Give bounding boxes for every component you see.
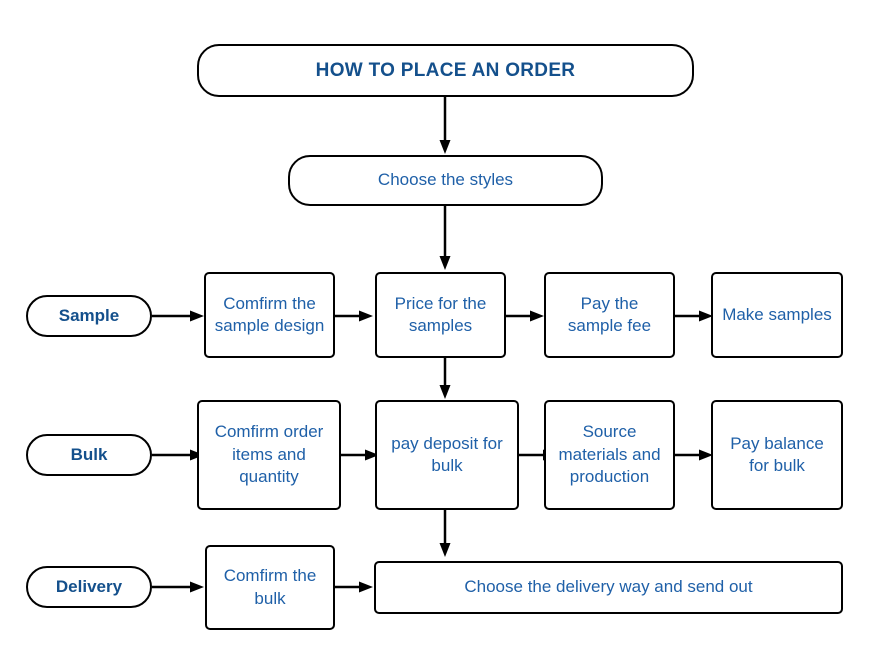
sample-step-3-text: Pay the sample fee [567, 293, 652, 335]
delivery-step-2-text: Choose the delivery way and send out [464, 577, 753, 597]
bulk-step-4-text: Pay balance for bulk [730, 433, 824, 475]
sample-step-4-text: Make samples [722, 304, 832, 324]
sample-step-2-text: Price for the samples [394, 293, 487, 335]
connector-bulk-to-delivery [439, 510, 451, 557]
bulk-step-2-text: pay deposit for bulk [391, 433, 503, 475]
connector-bulk-step3-to-step4 [675, 449, 713, 461]
row-label-delivery-text: Delivery [55, 576, 123, 596]
connector-delivery-label-to-step1 [152, 581, 204, 593]
delivery-step-2: Choose the delivery way and send out [374, 561, 843, 614]
connector-sample-to-bulk [439, 358, 451, 399]
sample-step-4: Make samples [711, 272, 843, 358]
row-label-bulk-text: Bulk [70, 444, 108, 464]
sample-step-2: Price for the samples [375, 272, 506, 358]
connector-delivery-step1-to-step2 [335, 581, 373, 593]
sample-step-1-text: Comfirm the sample design [214, 293, 325, 335]
connector-sample-step2-to-step3 [506, 310, 544, 322]
row-label-sample: Sample [26, 295, 152, 337]
delivery-step-1: Comfirm the bulk [205, 545, 335, 630]
connector-sample-step1-to-step2 [335, 310, 373, 322]
bulk-step-1-text: Comfirm order items and quantity [214, 422, 324, 487]
connector-title-to-start [439, 96, 451, 154]
bulk-step-3: Source materials and production [544, 400, 675, 510]
bulk-step-2: pay deposit for bulk [375, 400, 519, 510]
connector-bulk-step1-to-step2 [341, 449, 379, 461]
connector-start-to-sample-row [439, 206, 451, 270]
start-label: Choose the styles [377, 170, 514, 190]
title-text: HOW TO PLACE AN ORDER [315, 59, 576, 81]
row-label-delivery: Delivery [26, 566, 152, 608]
bulk-step-3-text: Source materials and production [558, 422, 661, 487]
sample-step-3: Pay the sample fee [544, 272, 675, 358]
title-node: HOW TO PLACE AN ORDER [197, 44, 694, 97]
sample-step-1: Comfirm the sample design [204, 272, 335, 358]
connector-sample-label-to-step1 [152, 310, 204, 322]
row-label-sample-text: Sample [58, 305, 120, 325]
start-node: Choose the styles [288, 155, 603, 206]
connector-sample-step3-to-step4 [675, 310, 713, 322]
row-label-bulk: Bulk [26, 434, 152, 476]
delivery-step-1-text: Comfirm the bulk [223, 566, 317, 608]
bulk-step-4: Pay balance for bulk [711, 400, 843, 510]
bulk-step-1: Comfirm order items and quantity [197, 400, 341, 510]
